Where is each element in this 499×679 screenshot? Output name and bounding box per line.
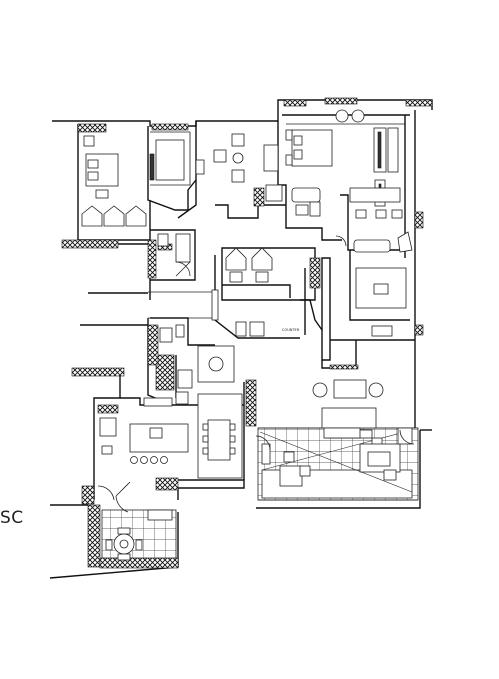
counter-label: COUNTER <box>282 328 300 332</box>
living-dining-furniture <box>99 325 413 561</box>
unit-label: SC <box>0 508 24 528</box>
bedroom-furniture <box>81 109 399 227</box>
bathroom-fixtures <box>157 184 413 405</box>
stone-wall-segments <box>61 97 433 569</box>
door-swings <box>97 235 415 513</box>
